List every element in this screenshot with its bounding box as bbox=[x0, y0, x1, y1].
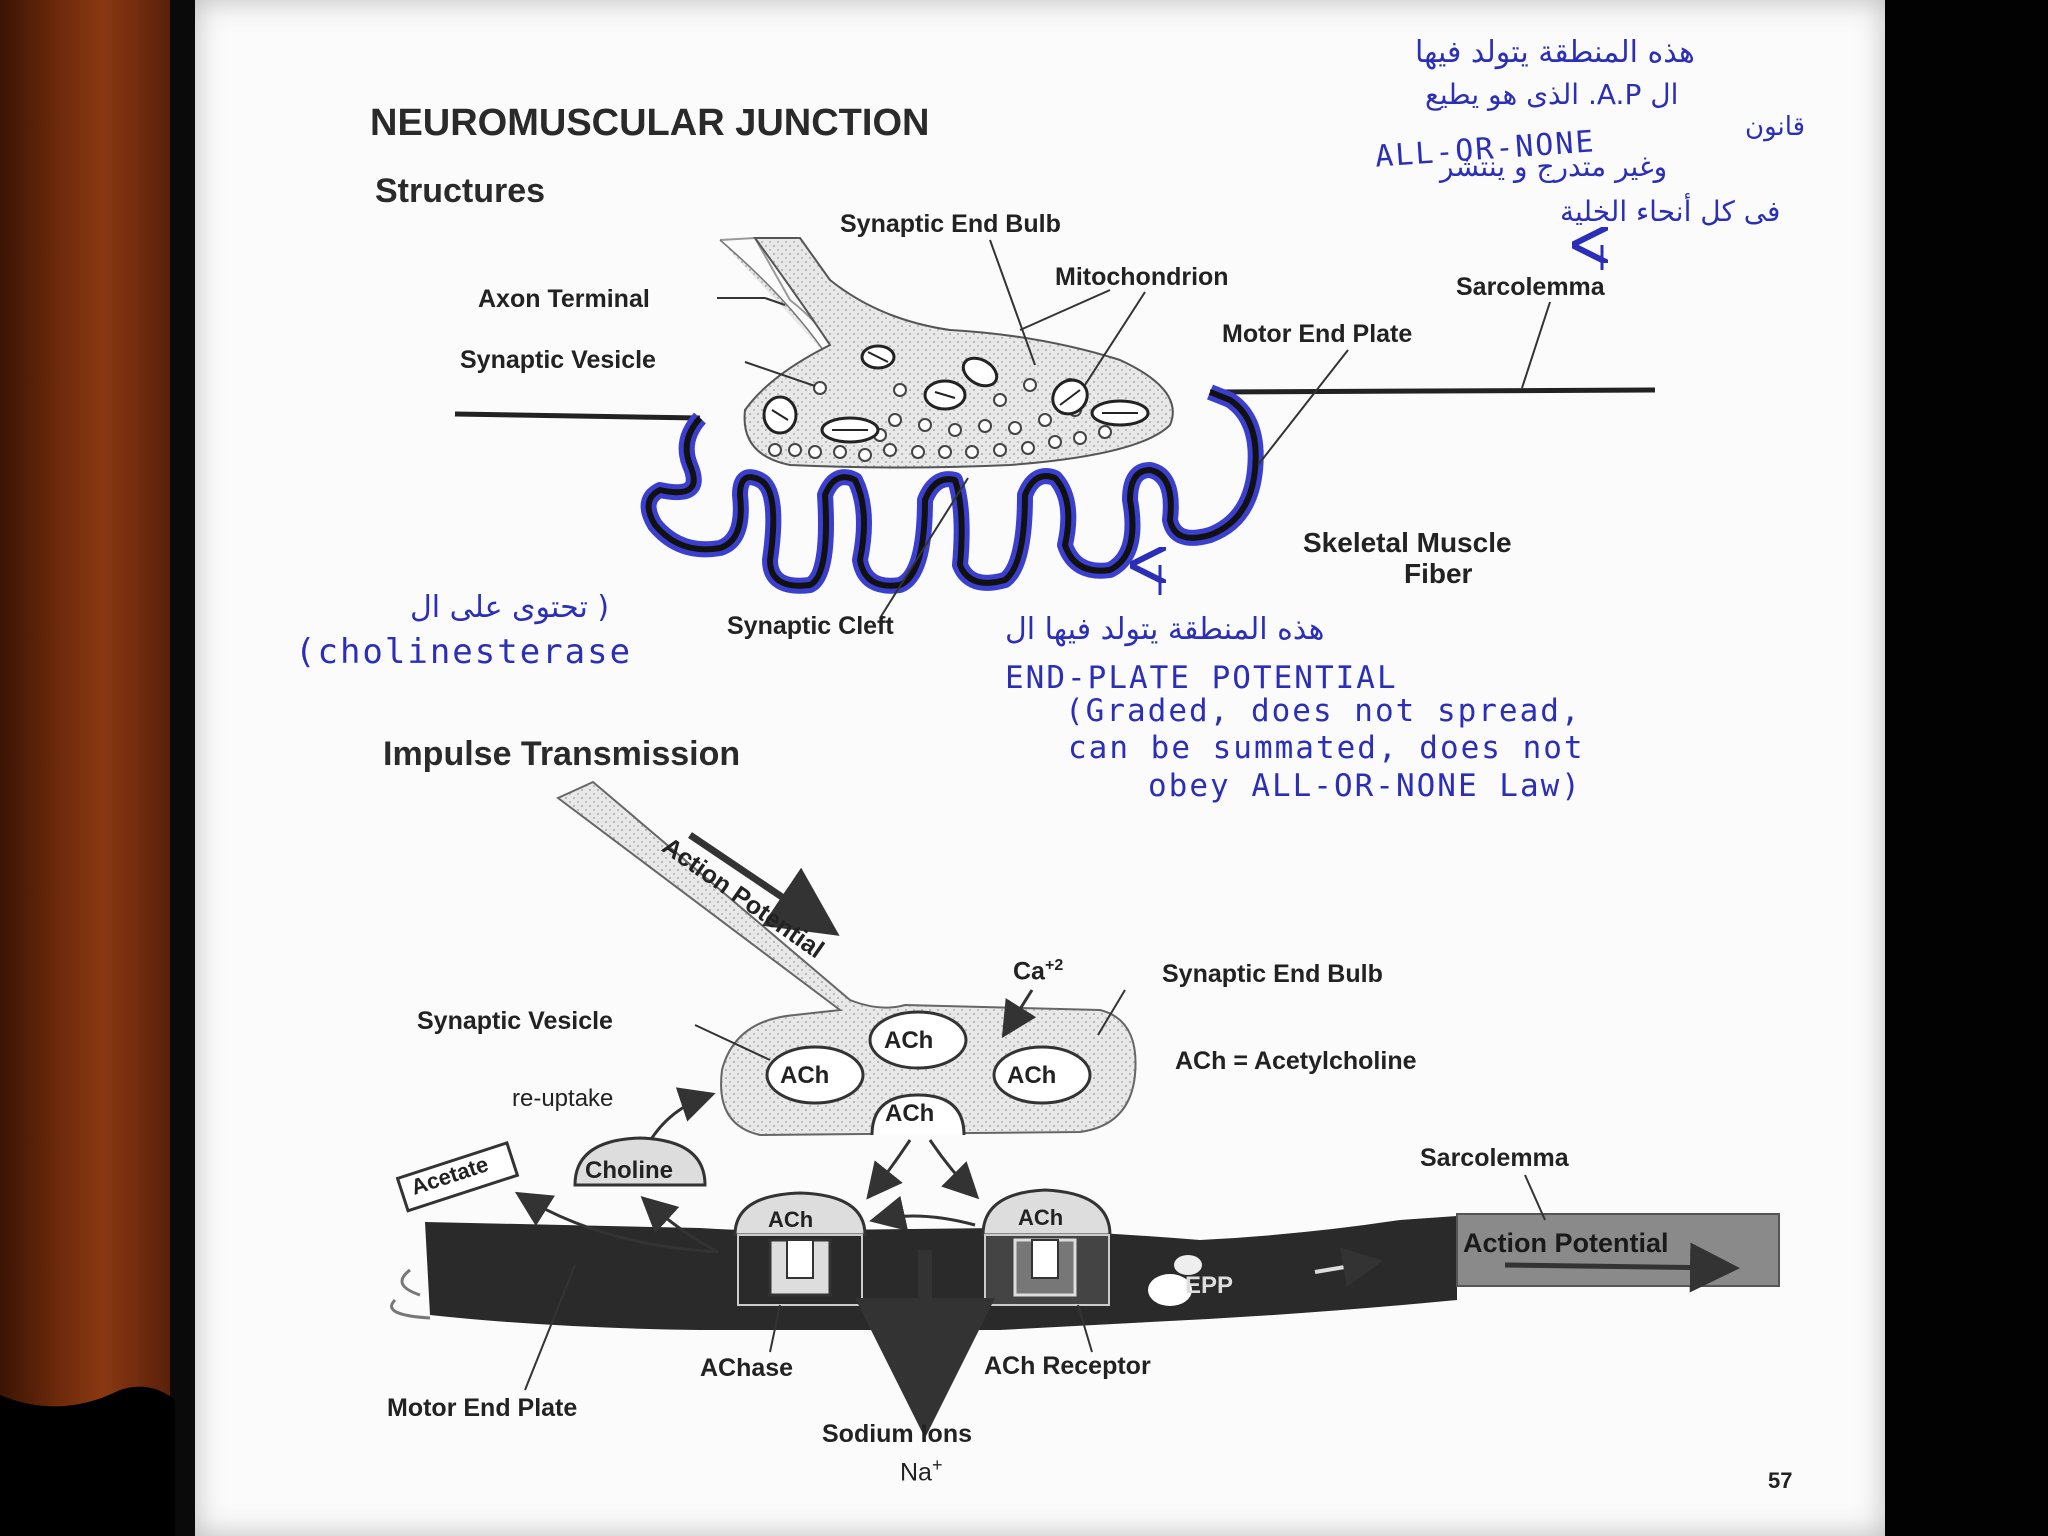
label-action-potential-box: Action Potential bbox=[1463, 1228, 1669, 1258]
label-ach-receptor: ACh Receptor bbox=[984, 1352, 1151, 1380]
background-right bbox=[1885, 0, 2048, 1536]
label-axon-terminal: Axon Terminal bbox=[478, 285, 650, 313]
acetate-box bbox=[395, 1141, 520, 1213]
hw-mid-ar: هذه المنطقة يتولد فيها ال bbox=[1005, 612, 1325, 647]
impulse-axon-bulb bbox=[556, 780, 1137, 1137]
hw-left-ar: ( تحتوى على ال bbox=[410, 590, 610, 625]
label-motor-end-plate-bottom: Motor End Plate bbox=[387, 1394, 578, 1422]
sarcolemma-line-right bbox=[1209, 387, 1656, 395]
hw-top-line-5: فى كل أنحاء الخلية bbox=[1560, 195, 1781, 228]
ach-vesicle-top: ACh bbox=[884, 1027, 934, 1054]
label-achase: AChase bbox=[700, 1354, 794, 1382]
label-ca-charge: +2 bbox=[1044, 957, 1064, 974]
label-sodium-ions: Sodium Ions bbox=[822, 1420, 972, 1448]
label-sarcolemma-bottom: Sarcolemma bbox=[1420, 1144, 1569, 1172]
hw-top-line-2: ال A.P. الذى هو يطيع bbox=[1425, 78, 1679, 111]
page-number: 57 bbox=[1768, 1468, 1793, 1493]
label-synaptic-end-bulb-2: Synaptic End Bulb bbox=[1162, 960, 1383, 988]
label-motor-end-plate-top: Motor End Plate bbox=[1222, 320, 1413, 348]
label-re-uptake: re-uptake bbox=[512, 1085, 614, 1112]
label-synaptic-vesicle: Synaptic Vesicle bbox=[460, 346, 656, 374]
ach-receptor-left: ACh bbox=[768, 1207, 814, 1232]
ach-vesicle-left: ACh bbox=[780, 1062, 830, 1089]
hw-left-cholinesterase: (cholinesterase bbox=[295, 632, 633, 672]
hw-mid-line-1: END-PLATE POTENTIAL bbox=[1005, 660, 1398, 696]
ach-vesicle-right: ACh bbox=[1007, 1062, 1057, 1089]
label-sarcolemma-top: Sarcolemma bbox=[1456, 273, 1605, 301]
hw-mid-line-4: obey ALL-OR-NONE Law) bbox=[1148, 768, 1582, 804]
muscle-fiber-band bbox=[425, 1216, 1457, 1330]
action-potential-arrow bbox=[688, 832, 840, 936]
ach-vesicles bbox=[765, 1010, 1092, 1136]
label-epp: EPP bbox=[1185, 1272, 1234, 1299]
hw-top-line-3: قانون bbox=[1745, 112, 1806, 142]
label-synaptic-end-bulb: Synaptic End Bulb bbox=[840, 210, 1061, 238]
label-na: Na+ bbox=[900, 1455, 943, 1487]
sarcolemma-line-left bbox=[454, 411, 701, 421]
hw-mid-line-2: (Graded, does not spread, bbox=[1065, 693, 1582, 729]
section-impulse: Impulse Transmission bbox=[383, 735, 741, 773]
choline-shape bbox=[573, 1136, 707, 1187]
hw-mid-line-3: can be summated, does not bbox=[1068, 730, 1585, 766]
label-fiber: Fiber bbox=[1404, 558, 1473, 589]
label-ca: Ca+2 bbox=[1013, 957, 1064, 986]
label-synaptic-cleft: Synaptic Cleft bbox=[727, 612, 894, 640]
hw-top-line-4: وغير متدرج و ينتشر bbox=[1440, 150, 1668, 183]
section-structures: Structures bbox=[375, 172, 546, 210]
curtain-left bbox=[0, 0, 170, 1536]
label-choline: Choline bbox=[585, 1157, 673, 1184]
ach-receptors bbox=[733, 1188, 1112, 1306]
label-ach-definition: ACh = Acetylcholine bbox=[1175, 1047, 1417, 1075]
label-synaptic-vesicle-2: Synaptic Vesicle bbox=[417, 1007, 613, 1035]
label-na-charge: + bbox=[931, 1455, 943, 1475]
motor-end-plate-folds bbox=[645, 389, 1259, 589]
curtain-bottom bbox=[0, 1386, 175, 1536]
page-title: NEUROMUSCULAR JUNCTION bbox=[370, 102, 930, 144]
ca-arrow bbox=[1001, 989, 1037, 1039]
ach-vesicle-bottom: ACh bbox=[885, 1100, 935, 1127]
label-skeletal-muscle: Skeletal Muscle bbox=[1303, 527, 1512, 558]
hw-top-line-1: هذه المنطقة يتولد فيها bbox=[1415, 35, 1695, 70]
label-mitochondrion: Mitochondrion bbox=[1055, 263, 1229, 291]
ach-receptor-right: ACh bbox=[1018, 1205, 1064, 1230]
